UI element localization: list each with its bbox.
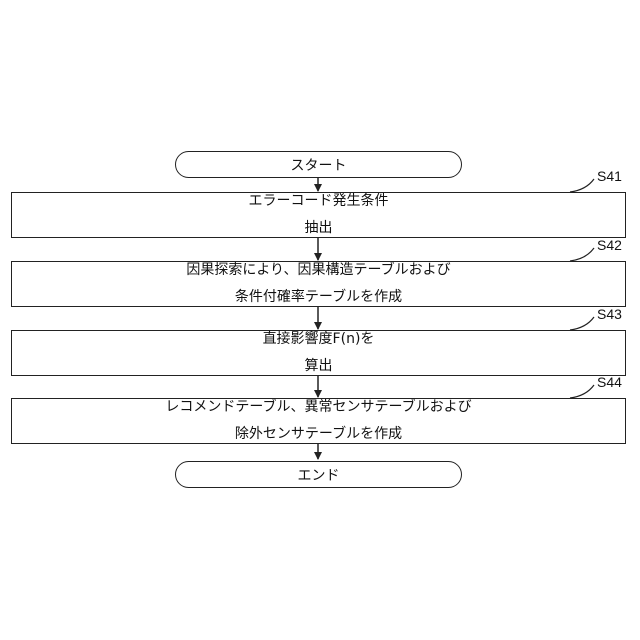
step-s44-label: S44 <box>597 374 622 390</box>
step-s44-line-1: レコメンドテーブル、異常センサテーブルおよび <box>165 394 471 421</box>
end-label: エンド <box>298 465 340 485</box>
leader-s41 <box>570 179 594 192</box>
start-label: スタート <box>291 155 347 175</box>
step-s42-box: 因果探索により、因果構造テーブルおよび 条件付確率テーブルを作成 <box>11 261 626 307</box>
step-s44-box: レコメンドテーブル、異常センサテーブルおよび 除外センサテーブルを作成 <box>11 398 626 444</box>
step-s41-label: S41 <box>597 168 622 184</box>
leader-s42 <box>570 248 594 261</box>
step-s42-label: S42 <box>597 237 622 253</box>
step-s41-line-2: 抽出 <box>305 215 333 242</box>
leader-s43 <box>570 317 594 330</box>
step-s44-line-2: 除外センサテーブルを作成 <box>235 421 402 448</box>
step-s43-line-2: 算出 <box>305 353 333 380</box>
step-s43-line-1: 直接影響度F(n)を <box>263 326 375 353</box>
step-s43-label: S43 <box>597 306 622 322</box>
step-s42-line-2: 条件付確率テーブルを作成 <box>235 284 402 311</box>
start-terminal: スタート <box>175 151 462 178</box>
step-s43-box: 直接影響度F(n)を 算出 <box>11 330 626 376</box>
leader-s44 <box>570 385 594 398</box>
step-s42-line-1: 因果探索により、因果構造テーブルおよび <box>186 257 450 284</box>
end-terminal: エンド <box>175 461 462 488</box>
step-s41-box: エラーコード発生条件 抽出 <box>11 192 626 238</box>
step-s41-line-1: エラーコード発生条件 <box>249 188 389 215</box>
